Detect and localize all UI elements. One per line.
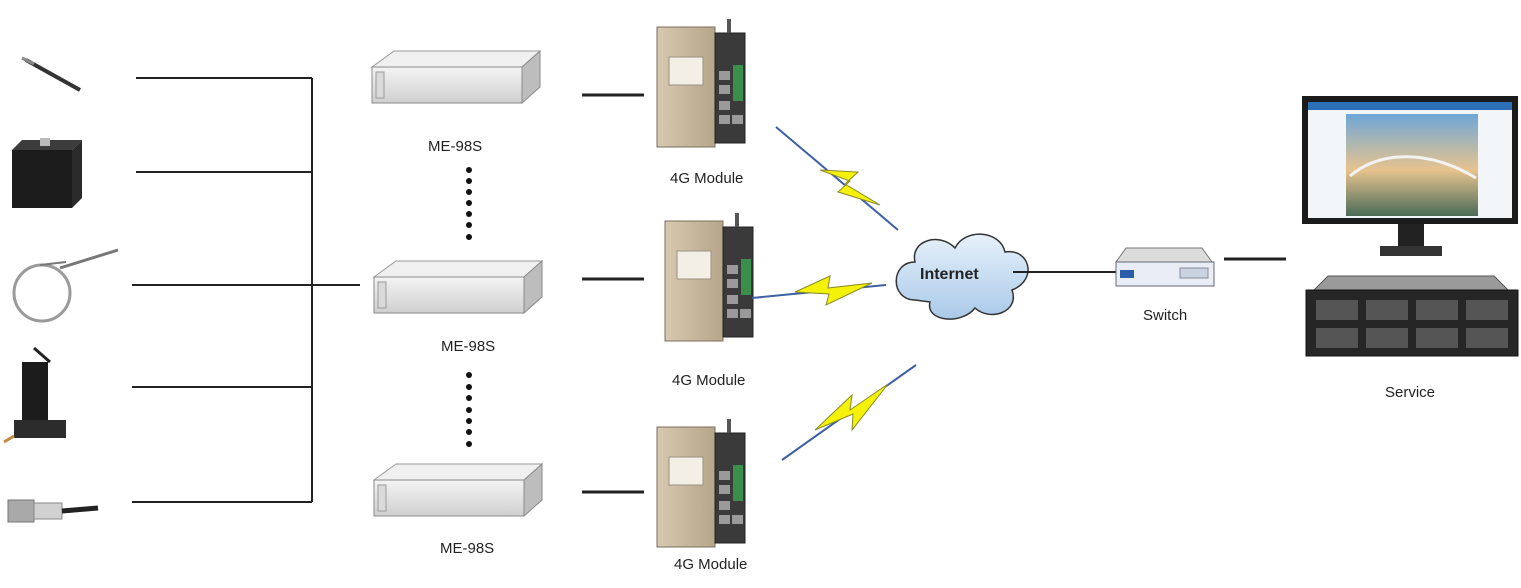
module-label-2: 4G Module xyxy=(672,372,746,389)
module-label-3: 4G Module xyxy=(674,556,748,573)
sensor-pressure xyxy=(7,499,99,523)
acquisition-label-1: ME-98S xyxy=(428,138,483,155)
device-module-links xyxy=(582,93,644,494)
internet-cloud-icon xyxy=(895,233,1029,320)
network-switch-icon xyxy=(1115,247,1215,287)
switch-label: Switch xyxy=(1143,307,1188,324)
4g-module-3 xyxy=(656,418,746,548)
acquisition-device-1 xyxy=(371,50,541,104)
wireless-link-2 xyxy=(751,275,887,306)
acquisition-device-3 xyxy=(373,463,543,517)
server-label: Service xyxy=(1385,384,1436,401)
continuation-dots-lower xyxy=(466,372,472,447)
continuation-dots-upper xyxy=(466,167,472,240)
acquisition-device-2 xyxy=(373,260,543,314)
sensor-cable xyxy=(21,56,81,92)
monitor-icon xyxy=(1302,96,1518,256)
server-icon xyxy=(1305,275,1519,357)
internet-label: Internet xyxy=(920,266,979,283)
4g-module-1 xyxy=(656,18,746,148)
sensor-displacement xyxy=(3,346,66,444)
4g-module-2 xyxy=(664,212,754,342)
module-label-1: 4G Module xyxy=(670,170,744,187)
sensor-cube xyxy=(12,138,82,208)
wireless-link-3 xyxy=(781,364,917,461)
acquisition-label-3: ME-98S xyxy=(440,540,495,557)
sensor-bus xyxy=(132,77,360,503)
sensor-probe xyxy=(12,248,119,323)
acquisition-label-2: ME-98S xyxy=(441,338,496,355)
wireless-link-1 xyxy=(775,126,899,231)
